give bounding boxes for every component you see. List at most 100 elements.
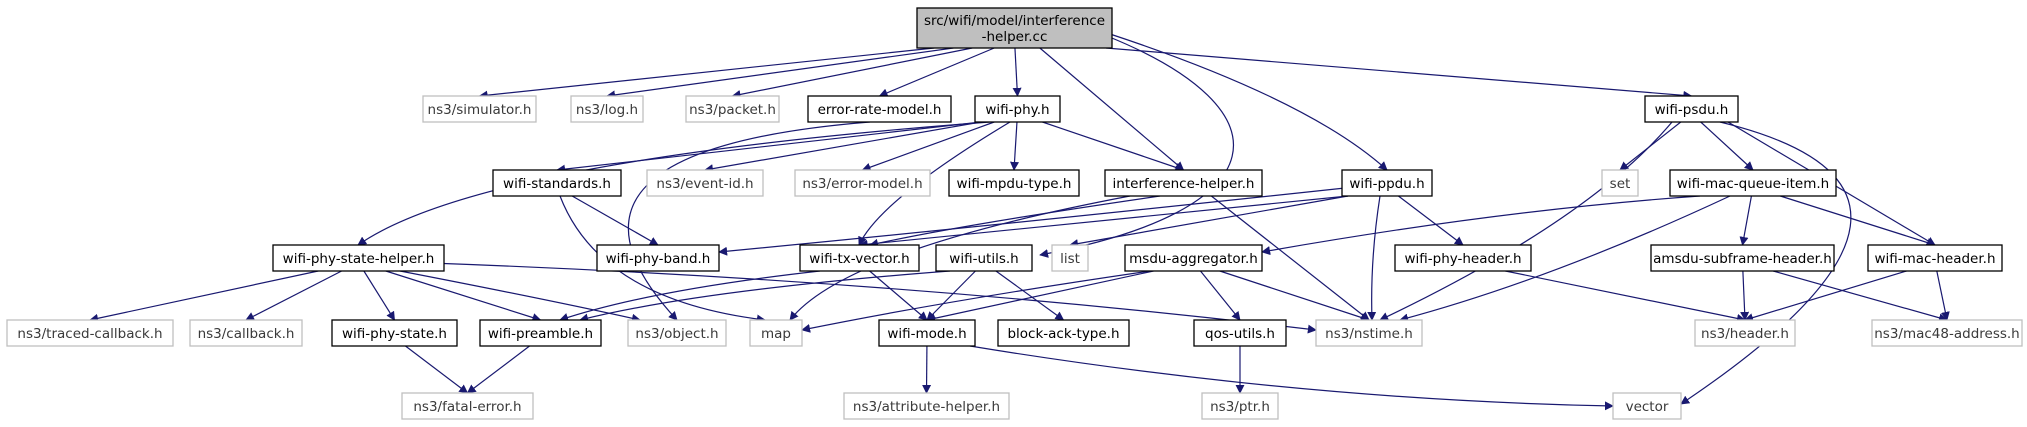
node-callback: ns3/callback.h (189, 319, 303, 347)
node-label: wifi-phy-state.h (342, 326, 447, 342)
edge-txvector-to-mode (869, 270, 928, 321)
node-label: ns3/nstime.h (1325, 326, 1413, 342)
node-blockack[interactable]: block-ack-type.h (997, 319, 1130, 347)
node-label: ns3/log.h (576, 102, 638, 118)
node-nstime: ns3/nstime.h (1315, 319, 1423, 347)
node-box (422, 95, 537, 123)
node-box (1104, 169, 1263, 197)
node-label: map (761, 326, 791, 342)
edge-wifiphy-to-mpdutype (1010, 121, 1019, 171)
node-box (1612, 392, 1682, 420)
node-root[interactable]: src/wifi/model/interference-helper.cc (916, 7, 1113, 49)
node-txvector[interactable]: wifi-tx-vector.h (799, 244, 920, 272)
edge-root-to-ppdu (1109, 33, 1388, 171)
node-band[interactable]: wifi-phy-band.h (596, 244, 720, 272)
edge-root-to-errrate (878, 47, 995, 98)
node-phyheader[interactable]: wifi-phy-header.h (1394, 244, 1532, 272)
node-statehelper[interactable]: wifi-phy-state-helper.h (272, 244, 445, 272)
node-box (685, 95, 780, 123)
node-wifiphy[interactable]: wifi-phy.h (974, 95, 1061, 123)
node-box (997, 319, 1130, 347)
node-box (1644, 95, 1739, 123)
edge-txvector-to-preamble (559, 270, 821, 322)
node-mode[interactable]: wifi-mode.h (878, 319, 976, 347)
node-standards[interactable]: wifi-standards.h (492, 169, 622, 197)
node-msdu[interactable]: msdu-aggregator.h (1124, 244, 1263, 272)
node-errrate[interactable]: error-rate-model.h (807, 95, 952, 123)
node-eventid: ns3/event-id.h (646, 169, 764, 197)
node-box (1124, 244, 1263, 272)
node-box (843, 392, 1010, 420)
edge-wifiphy-to-errmodel (861, 121, 995, 172)
edge-macheader-to-mac48 (1936, 270, 1950, 321)
node-box (878, 319, 976, 347)
edge-msdu-to-mode (926, 270, 1154, 323)
node-box (1669, 169, 1837, 197)
edge-wifiphy-to-interf (1042, 121, 1185, 172)
node-label: wifi-phy.h (985, 102, 1049, 118)
node-label: wifi-mpdu-type.h (957, 176, 1072, 192)
node-utils[interactable]: wifi-utils.h (935, 244, 1033, 272)
edge-ppdu-to-txvector (858, 195, 1349, 249)
node-label: ns3/error-model.h (802, 176, 922, 192)
node-box (479, 319, 602, 347)
node-label: -helper.cc (982, 29, 1048, 45)
edge-macqueue-to-msdu (1261, 195, 1701, 256)
node-box (1315, 319, 1423, 347)
edge-statehelper-to-callback (245, 270, 342, 321)
node-mpdutype[interactable]: wifi-mpdu-type.h (948, 169, 1080, 197)
node-ptr: ns3/ptr.h (1201, 392, 1279, 420)
node-label: ns3/callback.h (198, 326, 295, 342)
node-label: src/wifi/model/interference (924, 13, 1105, 29)
edge-root-to-utils (1039, 35, 1235, 258)
node-preamble[interactable]: wifi-preamble.h (479, 319, 602, 347)
node-label: ns3/header.h (1701, 326, 1789, 342)
node-box (1694, 319, 1796, 347)
edge-amsdu-to-header (1740, 270, 1750, 321)
node-box (1867, 244, 2003, 272)
node-label: ns3/fatal-error.h (413, 399, 521, 415)
edge-msdu-to-nstime (1219, 270, 1370, 322)
edge-standards-to-map (559, 195, 766, 324)
node-box (974, 95, 1061, 123)
node-label: set (1610, 176, 1631, 192)
node-list: list (1051, 244, 1089, 272)
node-label: wifi-tx-vector.h (809, 251, 909, 267)
node-label: wifi-ppdu.h (1349, 176, 1424, 192)
node-log: ns3/log.h (570, 95, 644, 123)
edge-utils-to-mode (926, 270, 976, 321)
edge-ppdu-to-band (718, 187, 1346, 256)
node-label: wifi-utils.h (949, 251, 1018, 267)
edge-root-to-simulator (478, 47, 935, 100)
node-box (331, 319, 458, 347)
node-label: wifi-phy-header.h (1404, 251, 1521, 267)
node-qos[interactable]: qos-utils.h (1193, 319, 1287, 347)
node-ppdu[interactable]: wifi-ppdu.h (1341, 169, 1433, 197)
edge-statehelper-to-preamble (385, 270, 542, 322)
node-psdu[interactable]: wifi-psdu.h (1644, 95, 1739, 123)
node-macqueue[interactable]: wifi-mac-queue-item.h (1669, 169, 1837, 197)
edge-root-to-log (606, 47, 954, 100)
node-macheader[interactable]: wifi-mac-header.h (1867, 244, 2003, 272)
node-box (1341, 169, 1433, 197)
edge-macheader-to-header (1744, 270, 1907, 322)
node-label: block-ack-type.h (1007, 326, 1119, 342)
node-simulator: ns3/simulator.h (422, 95, 537, 123)
node-box (272, 244, 445, 272)
node-label: ns3/simulator.h (428, 102, 532, 118)
node-box (627, 319, 727, 347)
node-label: qos-utils.h (1205, 326, 1275, 342)
edge-utils-to-blockack (995, 270, 1065, 321)
edge-root-to-wifiphy (1012, 47, 1022, 97)
node-label: ns3/attribute-helper.h (853, 399, 1000, 415)
node-box (807, 95, 952, 123)
node-amsdu[interactable]: amsdu-subframe-header.h (1650, 244, 1835, 272)
node-interf[interactable]: interference-helper.h (1104, 169, 1263, 197)
edge-ppdu-to-list (1069, 195, 1349, 249)
node-phystate[interactable]: wifi-phy-state.h (331, 319, 458, 347)
edge-msdu-to-map (801, 270, 1151, 333)
edge-root-to-packet (731, 47, 973, 99)
node-mac48: ns3/mac48-address.h (1871, 319, 2023, 347)
node-label: ns3/traced-callback.h (17, 326, 162, 342)
edge-preamble-to-fatal (466, 345, 530, 394)
